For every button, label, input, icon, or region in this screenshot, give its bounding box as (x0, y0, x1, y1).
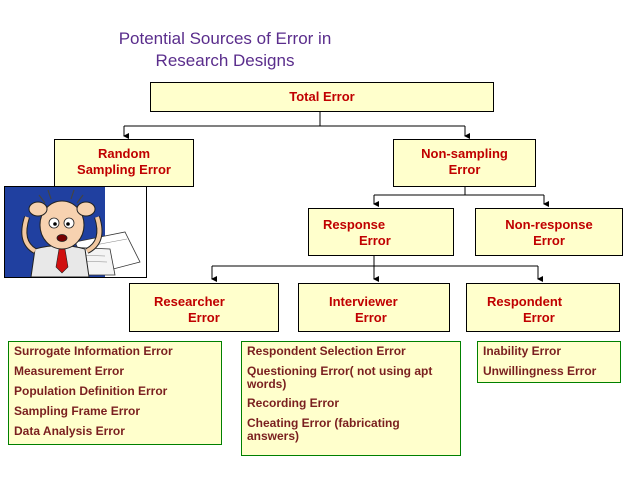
node-researcher-line-1: Researcher (154, 294, 225, 309)
list-item: Population Definition Error (14, 384, 168, 398)
title-line-1: Potential Sources of Error in (118, 29, 332, 48)
list-respondent-errors: Inability Error Unwillingness Error (477, 341, 621, 383)
node-nonsampling-line-2: Error (448, 162, 481, 177)
list-researcher-errors: Surrogate Information Error Measurement … (8, 341, 222, 445)
stressed-person-illustration (4, 186, 147, 278)
node-researcher-line-2: Error (188, 310, 220, 325)
node-non-sampling-error: Non-sampling Error (393, 139, 536, 187)
diagram-title: Potential Sources of Error in Research D… (60, 28, 390, 72)
list-item: Data Analysis Error (14, 424, 125, 438)
node-total-error: Total Error (150, 82, 494, 112)
node-nonsampling-line-1: Non-sampling (421, 146, 508, 161)
list-item: Sampling Frame Error (14, 404, 141, 418)
list-item: Respondent Selection Error (247, 344, 406, 358)
node-random-sampling-error: Random Sampling Error (54, 139, 194, 187)
node-respondent-line-2: Error (523, 310, 555, 325)
list-item: Measurement Error (14, 364, 125, 378)
node-random-line-2: Sampling Error (77, 162, 171, 177)
node-interviewer-line-2: Error (355, 310, 387, 325)
node-interviewer-line-1: Interviewer (329, 294, 398, 309)
list-item: Cheating Error (fabricating answers) (247, 416, 400, 443)
title-line-2: Research Designs (155, 51, 295, 70)
list-interviewer-errors: Respondent Selection Error Questioning E… (241, 341, 461, 456)
node-nonresponse-line-1: Non-response (505, 217, 593, 232)
node-researcher-error: Researcher Error (129, 283, 279, 332)
node-interviewer-error: Interviewer Error (298, 283, 450, 332)
node-respondent-line-1: Respondent (487, 294, 563, 309)
node-response-line-1: Response (323, 217, 386, 232)
list-item: Recording Error (247, 396, 340, 410)
stressed-person-icon (5, 187, 146, 278)
node-response-error: Response Error (308, 208, 454, 256)
node-random-line-1: Random (98, 146, 150, 161)
node-total-error-label: Total Error (289, 89, 355, 104)
node-respondent-error: Respondent Error (466, 283, 620, 332)
node-nonresponse-line-2: Error (533, 233, 565, 248)
node-non-response-error: Non-response Error (475, 208, 623, 256)
list-item: Inability Error (483, 344, 562, 358)
list-item: Unwillingness Error (483, 364, 597, 378)
list-item: Questioning Error( not using apt words) (247, 364, 433, 391)
node-response-line-2: Error (359, 233, 391, 248)
list-item: Surrogate Information Error (14, 344, 173, 358)
